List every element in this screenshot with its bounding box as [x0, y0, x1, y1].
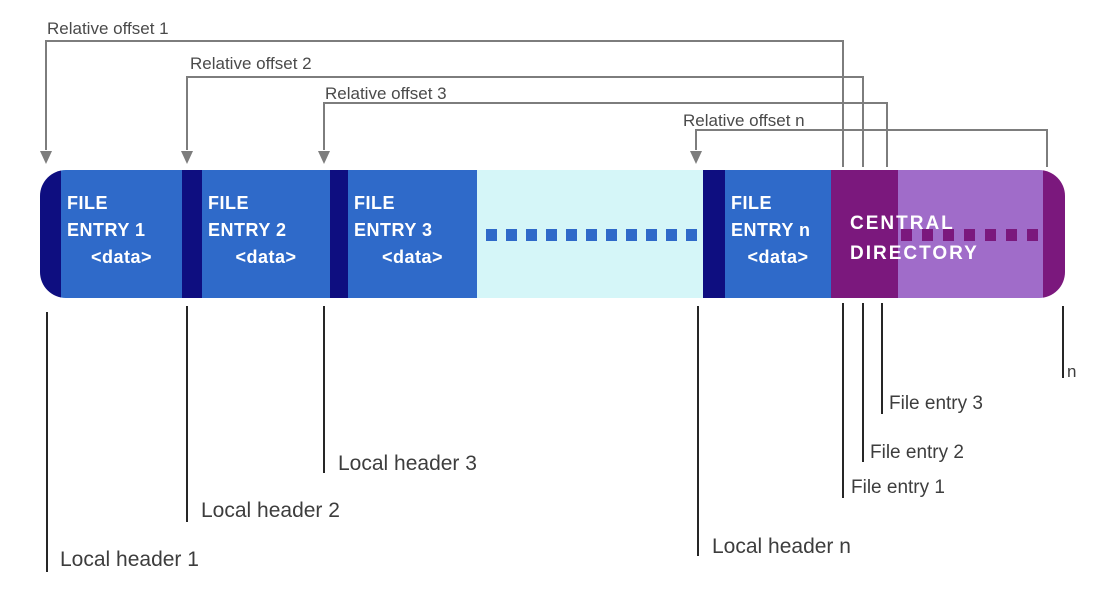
local-header-3-pointer-line	[323, 306, 325, 473]
relative-offset-1-hline	[45, 40, 844, 42]
file-entry-n-data-label: <data>	[747, 247, 809, 267]
relative-offset-n-source-line	[1046, 129, 1048, 167]
local-header-n-pointer-line	[697, 306, 699, 556]
relative-offset-1-label: Relative offset 1	[47, 19, 169, 38]
local-header-2-label: Local header 2	[201, 499, 340, 522]
relative-offset-n-hline	[695, 129, 1048, 131]
cd-entry-n-pointer-line	[1062, 306, 1064, 378]
local-header-2-pointer-line	[186, 306, 188, 522]
file-entry-3-data-label: <data>	[381, 247, 444, 267]
file-entry-3-segment	[348, 170, 477, 298]
local-header-n-segment	[703, 170, 725, 298]
relative-offset-2-source-line	[862, 76, 864, 167]
file-entry-n-line1: FILE	[731, 193, 772, 213]
file-entry-2-segment	[202, 170, 330, 298]
relative-offset-n-down-arrow-icon	[690, 151, 702, 164]
file-entry-1-text: FILE ENTRY 1 <data>	[61, 190, 182, 271]
file-entry-1-line1: FILE	[67, 193, 108, 213]
relative-offset-3-down-arrow-icon	[318, 151, 330, 164]
file-entry-n-line2: ENTRY n	[731, 220, 811, 240]
file-entry-2-data-label: <data>	[235, 247, 297, 267]
file-entry-2-text: FILE ENTRY 2 <data>	[202, 190, 330, 271]
blue-ellipsis-dots-icon	[486, 229, 698, 241]
zip-archive-bar	[40, 170, 1065, 298]
relative-offset-2-hline	[186, 76, 864, 78]
relative-offset-2-arrow-stem	[186, 76, 188, 150]
relative-offset-n-arrow-stem	[695, 129, 697, 150]
relative-offset-3-arrow-stem	[323, 102, 325, 150]
cd-file-entry-2-pointer-line	[862, 303, 864, 462]
file-entry-3-line1: FILE	[354, 193, 395, 213]
cd-file-entry-1-pointer-line	[842, 303, 844, 498]
file-entry-3-text: FILE ENTRY 3 <data>	[348, 190, 477, 271]
relative-offset-3-hline	[323, 102, 888, 104]
local-header-1-segment	[40, 170, 61, 298]
relative-offset-1-arrow-stem	[45, 40, 47, 150]
local-header-3-segment	[330, 170, 348, 298]
local-header-1-pointer-line	[46, 312, 48, 572]
relative-offset-1-down-arrow-icon	[40, 151, 52, 164]
relative-offset-n-label: Relative offset n	[683, 111, 805, 130]
relative-offset-2-down-arrow-icon	[181, 151, 193, 164]
local-header-3-label: Local header 3	[338, 452, 477, 475]
local-header-n-label: Local header n	[712, 535, 851, 558]
central-directory-line2: DIRECTORY	[850, 243, 979, 264]
file-entry-2-line1: FILE	[208, 193, 249, 213]
central-directory-end-segment	[1043, 170, 1065, 298]
local-header-1-label: Local header 1	[60, 548, 199, 571]
cd-entry-n-label: n	[1067, 362, 1077, 381]
file-entry-1-data-label: <data>	[90, 247, 153, 267]
central-directory-text: CENTRAL DIRECTORY	[850, 209, 979, 269]
cd-file-entry-1-label: File entry 1	[851, 477, 945, 498]
file-entry-n-segment	[725, 170, 831, 298]
file-entry-1-segment	[61, 170, 182, 298]
relative-offset-3-label: Relative offset 3	[325, 84, 447, 103]
central-directory-header-segment	[831, 170, 898, 298]
local-header-2-segment	[182, 170, 202, 298]
file-entry-3-line2: ENTRY 3	[354, 220, 433, 240]
cd-file-entry-3-label: File entry 3	[889, 393, 983, 414]
central-directory-line1: CENTRAL	[850, 213, 955, 234]
cd-file-entry-2-label: File entry 2	[870, 442, 964, 463]
file-entry-2-line2: ENTRY 2	[208, 220, 287, 240]
relative-offset-2-label: Relative offset 2	[190, 54, 312, 73]
file-entry-n-text: FILE ENTRY n <data>	[725, 190, 831, 271]
purple-ellipsis-dots-icon	[901, 229, 1043, 241]
file-entry-1-line2: ENTRY 1	[67, 220, 146, 240]
cd-file-entry-3-pointer-line	[881, 303, 883, 414]
relative-offset-3-source-line	[886, 102, 888, 167]
